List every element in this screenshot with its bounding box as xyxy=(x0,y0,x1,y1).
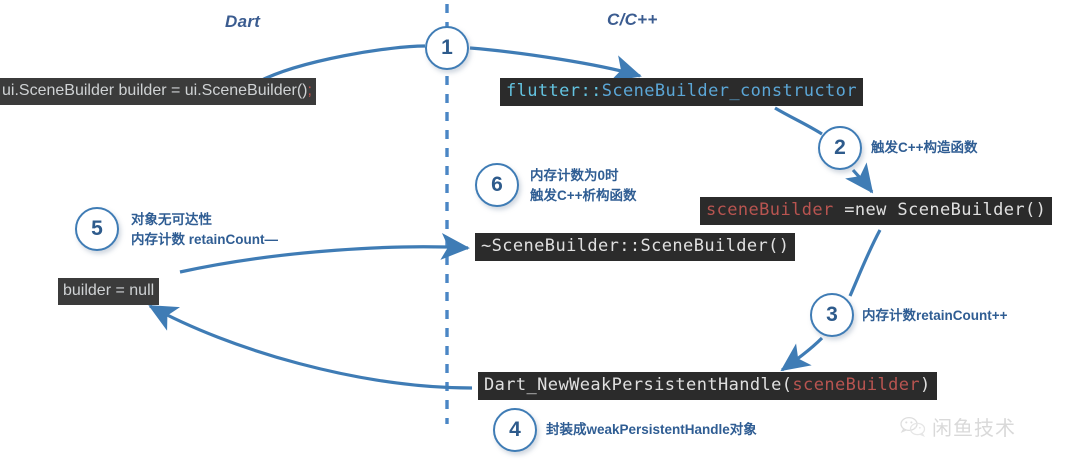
step-circle-1: 1 xyxy=(425,26,469,70)
code-new-scenebuilder: sceneBuilder =new SceneBuilder() xyxy=(700,197,1053,225)
arrow-step-2-out xyxy=(845,162,874,194)
step-note-3: 内存计数retainCount++ xyxy=(862,308,1008,323)
arrow-step-3-out xyxy=(780,336,824,372)
code-text: ui.SceneBuilder builder = ui.SceneBuilde… xyxy=(2,82,308,99)
code-function: SceneBuilder_constructor xyxy=(601,81,857,101)
code-builder-null: builder = null xyxy=(58,278,160,305)
step-circle-5: 5 xyxy=(75,207,119,251)
step-circle-2: 2 xyxy=(818,126,862,170)
code-dart-newweakpersistenthandle: Dart_NewWeakPersistentHandle(sceneBuilde… xyxy=(478,372,937,400)
watermark-text: 闲鱼技术 xyxy=(932,416,1016,440)
column-label-dart: Dart xyxy=(225,12,261,31)
step-circle-4: 4 xyxy=(493,408,537,452)
code-argument: sceneBuilder xyxy=(792,375,921,395)
step-note-6-line-1: 内存计数为0时 xyxy=(530,168,619,183)
code-namespace: flutter:: xyxy=(506,81,602,101)
step-note-5-line-1: 对象无可达性 xyxy=(131,212,212,227)
arrow-step-3-in xyxy=(848,229,882,297)
step-note-5-line-2: 内存计数 retainCount— xyxy=(131,231,278,247)
step-note-4: 封装成weakPersistentHandle对象 xyxy=(546,422,757,437)
code-text: builder = null xyxy=(63,282,155,299)
code-flutter-scenebuilder-constructor: flutter::SceneBuilder_constructor xyxy=(500,78,863,106)
column-label-cpp: C/C++ xyxy=(607,10,658,29)
watermark: 闲鱼技术 xyxy=(900,412,1016,441)
code-expression: =new SceneBuilder() xyxy=(833,200,1047,220)
code-variable: sceneBuilder xyxy=(706,200,834,220)
arrow-step-5-return xyxy=(148,304,473,390)
step-note-2: 触发C++构造函数 xyxy=(871,140,978,155)
code-paren-close: ) xyxy=(920,375,931,395)
arrow-step-6 xyxy=(179,233,470,274)
step-note-6-line-2: 触发C++析构函数 xyxy=(530,187,637,203)
code-text: ~SceneBuilder::SceneBuilder() xyxy=(481,236,790,256)
wechat-icon xyxy=(900,416,926,437)
code-dart-scenebuilder-constructor: ui.SceneBuilder builder = ui.SceneBuilde… xyxy=(0,78,316,105)
arrow-step-2-in xyxy=(774,106,823,136)
arrow-step-1-left xyxy=(257,44,426,84)
arrow-step-1-right xyxy=(469,46,642,82)
step-note-5: 对象无可达性 内存计数 retainCount— xyxy=(131,210,278,249)
code-scenebuilder-destructor: ~SceneBuilder::SceneBuilder() xyxy=(475,233,796,261)
code-function: Dart_NewWeakPersistentHandle( xyxy=(484,375,793,395)
step-note-6: 内存计数为0时 触发C++析构函数 xyxy=(530,166,637,205)
step-circle-3: 3 xyxy=(810,293,854,337)
code-semicolon: ; xyxy=(307,82,312,99)
step-circle-6: 6 xyxy=(475,163,519,207)
